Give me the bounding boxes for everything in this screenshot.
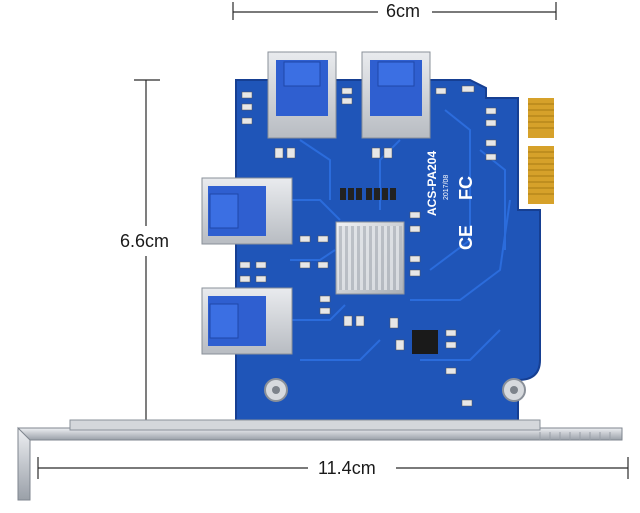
fc-mark: FC bbox=[456, 176, 476, 200]
dimension-line-top bbox=[232, 2, 557, 20]
length-dimension-label: 11.4cm bbox=[314, 458, 380, 478]
pcie-gold-fingers bbox=[528, 98, 554, 204]
dimension-line-bottom bbox=[37, 457, 629, 479]
model-marking: ACS-PA204 bbox=[425, 151, 439, 216]
usb-port-left-upper bbox=[201, 177, 293, 245]
controller-chip bbox=[412, 330, 438, 354]
date-marking: 2017/08 bbox=[443, 175, 450, 200]
ce-mark: CE bbox=[456, 225, 476, 250]
usb-port-left-lower bbox=[201, 287, 293, 355]
dimension-line-left bbox=[134, 79, 160, 426]
width-dimension-label: 6cm bbox=[382, 1, 425, 21]
usb-port-top-right bbox=[361, 51, 431, 139]
mounting-hole-left bbox=[264, 378, 288, 402]
usb-port-top-left bbox=[267, 51, 337, 139]
heatsink bbox=[335, 221, 405, 295]
mounting-hole-right bbox=[502, 378, 526, 402]
height-dimension-label: 6.6cm bbox=[116, 231, 174, 251]
mounting-bracket bbox=[17, 419, 623, 501]
